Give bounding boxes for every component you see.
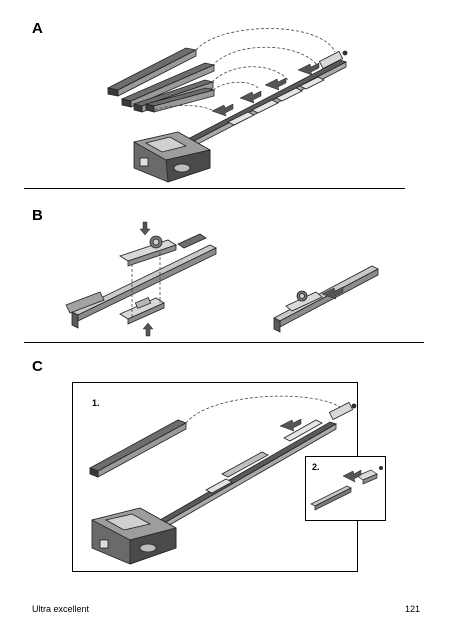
page-number: 121 (405, 604, 421, 614)
end-cap (356, 466, 383, 485)
footer-brand: Ultra excellent (32, 604, 90, 614)
rail-segment-icon (144, 87, 216, 113)
section-a-label: A (32, 20, 43, 37)
insert-direction-arrow-icon (321, 286, 344, 300)
rail-segment-icon (273, 265, 379, 333)
insert-direction-arrow-icon (342, 469, 362, 483)
rail-segment-icon (89, 419, 187, 478)
step-1-label: 1. (92, 398, 100, 408)
rail-segment-icon (120, 62, 216, 108)
opener-motor-icon (132, 131, 212, 183)
section-divider (24, 188, 405, 189)
rail-segment-icon (106, 47, 198, 97)
section-b-illustration (65, 221, 379, 337)
section-divider (24, 342, 424, 343)
section-a-illustration (106, 28, 348, 183)
step-2-label: 2. (312, 462, 320, 472)
insert-direction-arrow-icon (279, 418, 302, 432)
section-b-label: B (32, 207, 43, 224)
section-c-label: C (32, 358, 43, 375)
insert-direction-arrow-icon (211, 62, 320, 117)
section-c-illustration (89, 395, 357, 565)
carriage-assembly (119, 297, 165, 325)
insert-direction-arrow-icon (139, 221, 154, 337)
step-2-illustration (310, 466, 383, 511)
rail-segment-icon (65, 244, 217, 329)
rail-segment-icon (310, 485, 352, 511)
carriage-assembly (119, 233, 207, 267)
opener-motor-icon (90, 507, 178, 565)
